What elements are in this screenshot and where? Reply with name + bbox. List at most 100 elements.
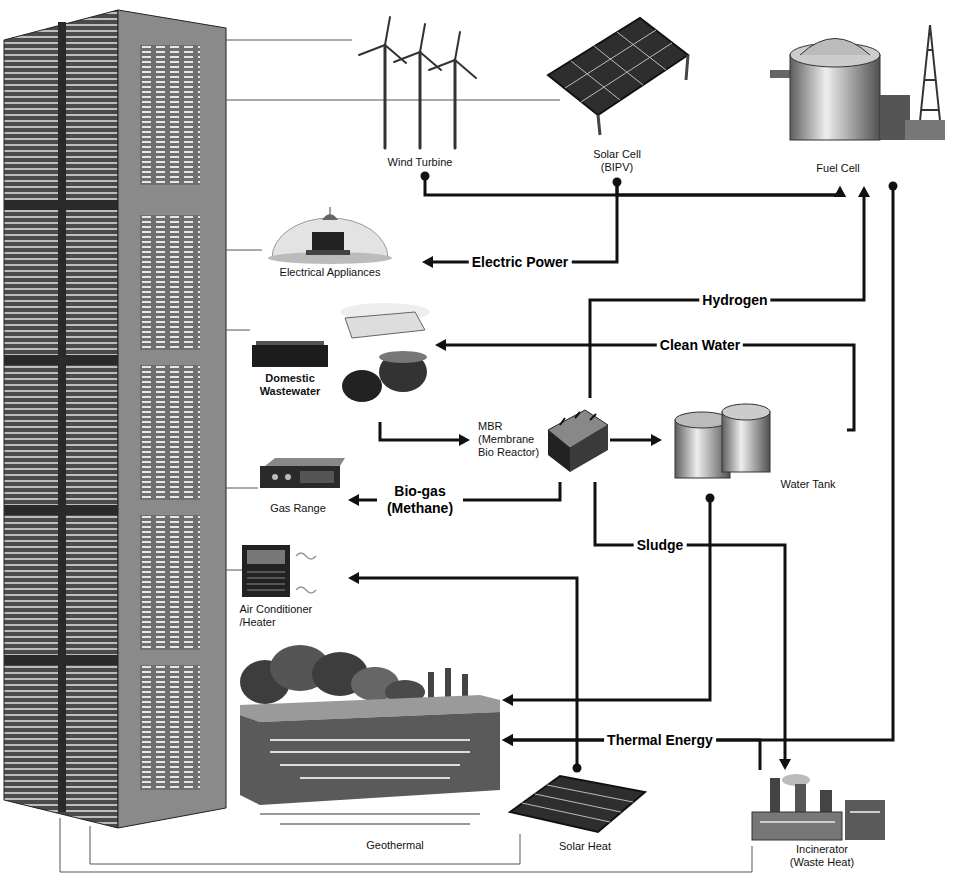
component-label: Electrical Appliances — [280, 266, 381, 279]
arrow-head — [779, 759, 791, 770]
arrow-head — [502, 694, 513, 706]
building-tower — [140, 515, 200, 650]
building-tower — [140, 665, 200, 790]
water-tank-figure — [675, 412, 729, 428]
water-tank-figure — [722, 412, 770, 472]
flow-label: Bio-gas (Methane) — [377, 483, 463, 517]
service-line — [226, 100, 560, 101]
wind-turbine-figure — [429, 32, 476, 78]
component-node: Wind Turbine — [352, 6, 482, 176]
service-line — [90, 826, 520, 864]
water-tank-figure — [675, 404, 770, 478]
flow-connector — [445, 345, 854, 430]
wind-turbine-figure — [359, 17, 476, 148]
gas-range-figure — [265, 458, 345, 466]
flow-connector — [595, 482, 785, 760]
solar-panel-figure — [548, 18, 688, 115]
mbr-figure — [548, 430, 570, 472]
component-label: Incinerator (Waste Heat) — [785, 843, 860, 869]
component-label: Air Conditioner /Heater — [240, 603, 325, 629]
geothermal-figure — [445, 668, 451, 701]
wastewater-figure — [345, 312, 425, 338]
service-line — [226, 330, 250, 331]
building-tower — [140, 215, 200, 350]
component-node: Solar Heat — [505, 768, 647, 860]
component-node: Geothermal — [240, 645, 502, 860]
component-node: Air Conditioner /Heater — [232, 538, 348, 634]
arrow-head — [834, 186, 846, 197]
geothermal-figure — [260, 814, 480, 824]
component-node: Water Tank — [662, 398, 847, 498]
component-node: Fuel Cell — [765, 12, 955, 186]
solar-panel-figure — [548, 18, 688, 135]
gas-range-figure — [300, 471, 334, 483]
arrow-head — [348, 572, 359, 584]
service-line — [226, 570, 242, 571]
component-node: Domestic Wastewater — [245, 300, 435, 422]
building-tower — [140, 45, 200, 185]
solar-heat-figure — [510, 776, 645, 832]
fuel-cell-plant-figure — [770, 25, 945, 140]
incinerator-figure — [752, 774, 885, 840]
junction-dot — [706, 494, 715, 503]
appliance-figure — [272, 218, 388, 258]
gas-range-figure — [285, 474, 291, 480]
fuel-cell-plant-figure — [770, 70, 792, 78]
component-label: Wind Turbine — [388, 156, 453, 169]
flow-label: Clean Water — [657, 337, 743, 354]
arrow-head — [348, 494, 359, 506]
component-label: Fuel Cell — [816, 162, 859, 175]
appliance-figure — [306, 250, 350, 255]
component-node: Electrical Appliances — [252, 205, 422, 287]
service-line — [226, 488, 258, 489]
wastewater-figure — [252, 345, 328, 367]
incinerator-figure — [845, 800, 885, 840]
building-tower — [4, 505, 118, 515]
wastewater-figure — [379, 351, 427, 363]
building-tower — [4, 655, 118, 665]
junction-dot — [889, 182, 898, 191]
component-label: Gas Range — [270, 502, 326, 515]
component-node: Incinerator (Waste Heat) — [745, 770, 895, 876]
service-line — [60, 818, 752, 872]
arrow-head — [502, 734, 513, 746]
building-tower — [4, 355, 118, 365]
fuel-cell-plant-figure — [800, 39, 870, 56]
appliance-figure — [330, 207, 331, 214]
arrow-head — [502, 734, 513, 746]
arrow-head — [459, 434, 470, 446]
junction-dot — [421, 172, 430, 181]
service-line — [226, 250, 262, 251]
flow-connector — [425, 176, 840, 196]
component-label: Domestic Wastewater — [251, 372, 329, 398]
building-tower — [140, 365, 200, 500]
flow-connector — [512, 498, 710, 700]
service-line — [60, 40, 752, 872]
component-label: Geothermal — [366, 839, 423, 852]
solar-heat-figure — [522, 785, 633, 822]
solar-panel-figure — [565, 30, 672, 102]
arrow-head — [422, 256, 433, 268]
component-label: MBR (Membrane Bio Reactor) — [478, 420, 544, 459]
flow-label: Thermal Energy — [604, 732, 716, 749]
geothermal-figure — [240, 712, 500, 805]
component-node: MBR (Membrane Bio Reactor) — [470, 398, 610, 482]
arrow-head — [435, 339, 446, 351]
component-label: Water Tank — [780, 478, 835, 491]
incinerator-figure — [760, 812, 880, 822]
gas-range-figure — [260, 458, 345, 488]
junction-dot — [613, 178, 622, 187]
flow-connector — [590, 196, 864, 398]
component-node: Gas Range — [252, 455, 348, 521]
appliance-figure — [312, 232, 344, 252]
arrow-head — [651, 434, 662, 446]
appliance-figure — [322, 214, 338, 220]
flow-label: Electric Power — [469, 254, 572, 271]
air-conditioner-figure — [247, 550, 285, 564]
wastewater-figure — [379, 352, 427, 392]
junction-dot — [573, 764, 582, 773]
component-node: Solar Cell (BIPV) — [540, 8, 690, 182]
incinerator-figure — [752, 812, 842, 840]
flow-label: Sludge — [634, 537, 687, 554]
